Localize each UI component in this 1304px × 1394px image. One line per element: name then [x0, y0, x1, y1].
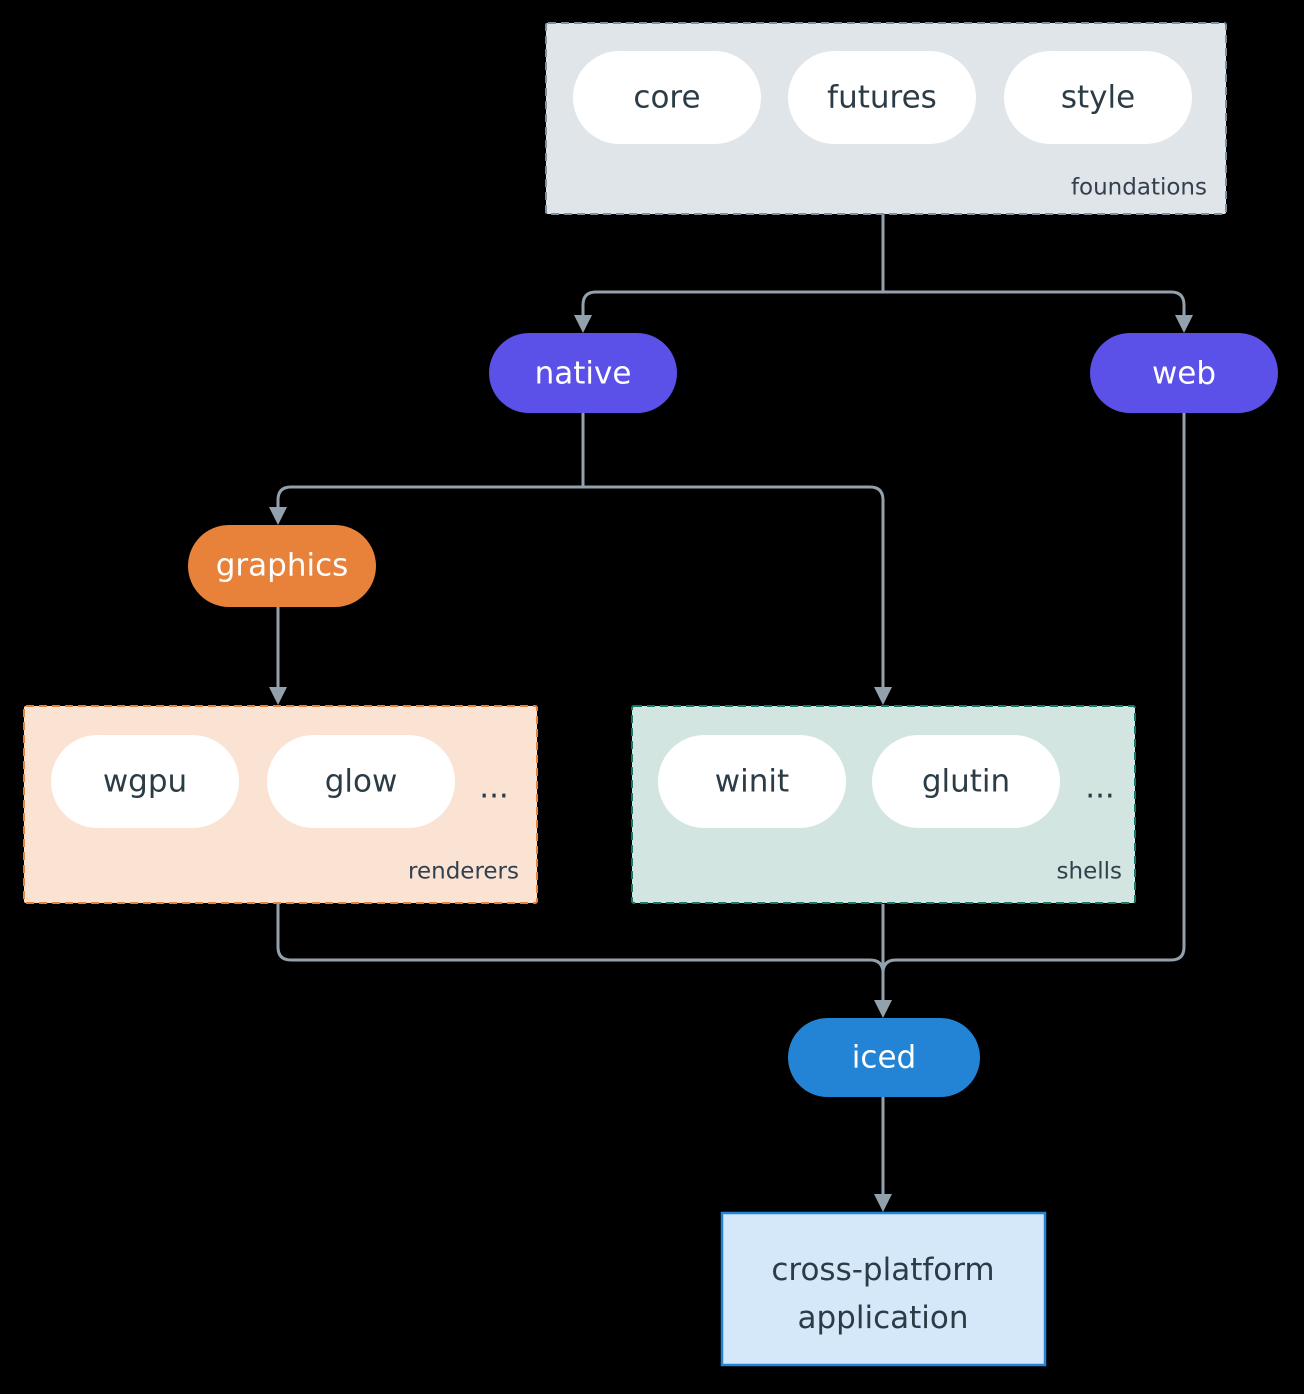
- node-futures-label: futures: [827, 80, 937, 116]
- node-graphics-label: graphics: [216, 548, 349, 584]
- edge-foundations-to-native: [581, 290, 883, 320]
- shells-overflow-ellipsis: ...: [1085, 770, 1115, 806]
- cluster-renderers: wgpu glow ... renderers: [23, 705, 538, 904]
- edge-native-to-shells: [583, 485, 885, 692]
- node-web-shape[interactable]: [1090, 333, 1278, 413]
- node-wgpu-label: wgpu: [103, 764, 187, 800]
- node-glow-shape[interactable]: [267, 735, 455, 828]
- node-winit[interactable]: winit: [658, 735, 846, 828]
- node-web-label: web: [1152, 356, 1216, 392]
- arrowhead-native: [574, 315, 592, 333]
- arrowhead-application: [874, 1194, 892, 1212]
- node-iced-label: iced: [852, 1040, 916, 1076]
- arrowhead-graphics: [269, 507, 287, 525]
- node-futures[interactable]: futures: [788, 51, 976, 144]
- node-winit-label: winit: [715, 764, 789, 800]
- node-application-label-line1: cross-platform: [771, 1252, 994, 1288]
- edge-layer: [269, 214, 1193, 1212]
- node-native-label: native: [535, 356, 632, 392]
- node-graphics[interactable]: graphics: [188, 525, 376, 607]
- node-core[interactable]: core: [573, 51, 761, 144]
- node-native-shape[interactable]: [489, 333, 677, 413]
- node-glutin-shape[interactable]: [872, 735, 1060, 828]
- node-style-shape[interactable]: [1004, 51, 1192, 144]
- cluster-foundations-label: foundations: [1071, 175, 1207, 201]
- node-wgpu-shape[interactable]: [51, 735, 239, 828]
- node-application[interactable]: cross-platform application: [720, 1211, 1047, 1367]
- edge-native-to-graphics: [276, 485, 583, 512]
- node-core-label: core: [633, 80, 700, 116]
- node-core-shape[interactable]: [573, 51, 761, 144]
- arrowhead-web: [1175, 315, 1193, 333]
- arrowhead-renderers: [269, 687, 287, 705]
- edge-foundations-to-web: [883, 290, 1186, 320]
- node-futures-shape[interactable]: [788, 51, 976, 144]
- node-glow-label: glow: [325, 764, 398, 800]
- cluster-shells: winit glutin ... shells: [631, 705, 1136, 904]
- arrowhead-shells: [874, 687, 892, 705]
- node-iced[interactable]: iced: [788, 1018, 980, 1097]
- node-web[interactable]: web: [1090, 333, 1278, 413]
- node-style[interactable]: style: [1004, 51, 1192, 144]
- node-iced-shape[interactable]: [788, 1018, 980, 1097]
- edge-web-to-iced: [881, 413, 1186, 1005]
- node-glow[interactable]: glow: [267, 735, 455, 828]
- node-glutin[interactable]: glutin: [872, 735, 1060, 828]
- node-application-label-line2: application: [798, 1300, 969, 1336]
- cluster-shells-label: shells: [1057, 859, 1122, 885]
- cluster-foundations: core futures style foundations: [545, 22, 1227, 215]
- edge-renderers-to-iced: [276, 904, 885, 1005]
- node-glutin-label: glutin: [922, 764, 1010, 800]
- cluster-renderers-label: renderers: [408, 859, 519, 885]
- arrowhead-iced: [874, 1000, 892, 1018]
- node-wgpu[interactable]: wgpu: [51, 735, 239, 828]
- node-style-label: style: [1061, 80, 1135, 116]
- renderers-overflow-ellipsis: ...: [479, 770, 509, 806]
- node-graphics-shape[interactable]: [188, 525, 376, 607]
- node-application-shape[interactable]: [720, 1211, 1047, 1367]
- node-winit-shape[interactable]: [658, 735, 846, 828]
- node-native[interactable]: native: [489, 333, 677, 413]
